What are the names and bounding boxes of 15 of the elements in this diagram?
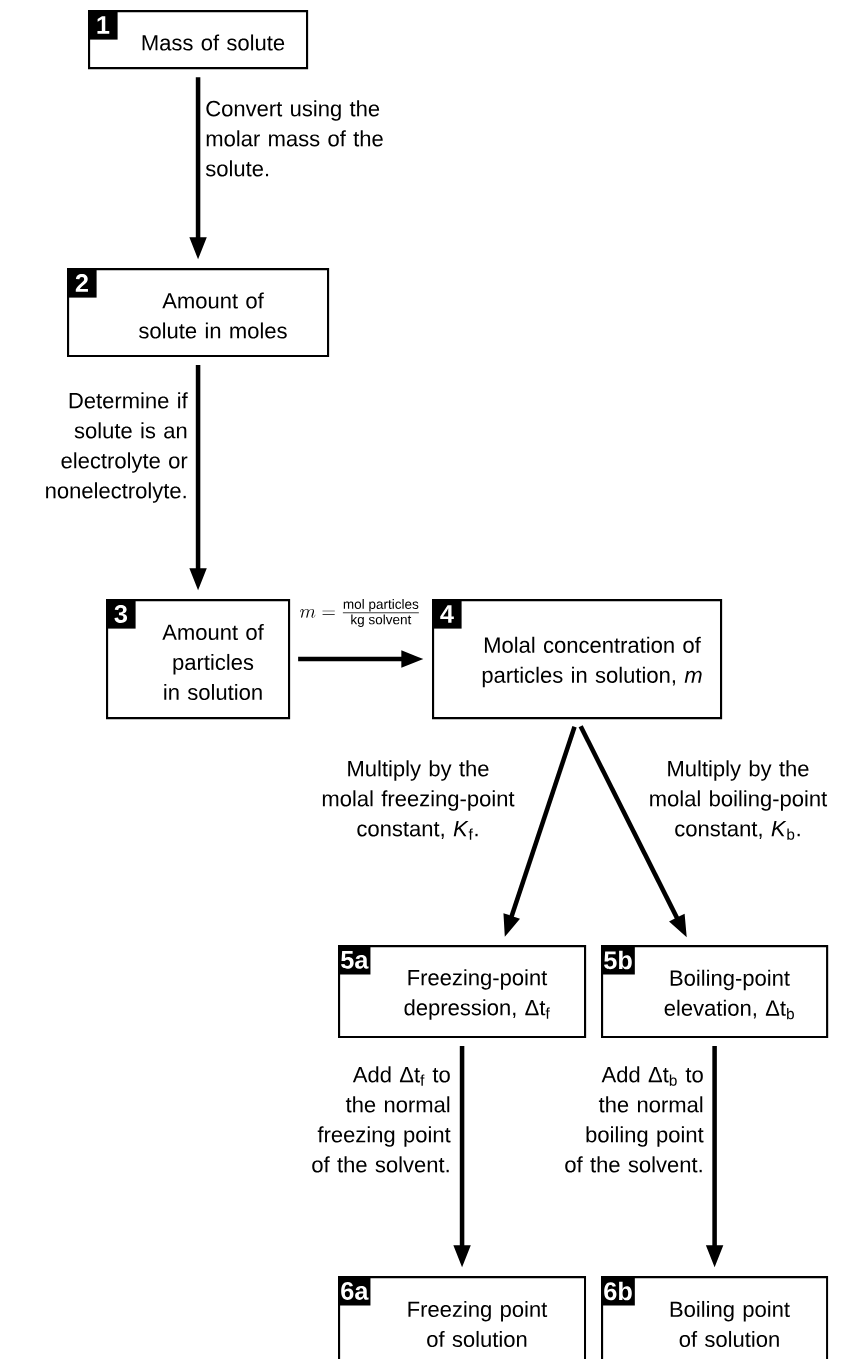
number-tag: 4 [432, 599, 462, 629]
edge-label: Add Δt$_{f}$ to the normal freezing point of the solvent. [312, 1066, 451, 1173]
number-tag: 6a [338, 1276, 371, 1306]
number-tag: 5a [338, 945, 371, 975]
number-tag: 6b [601, 1276, 635, 1306]
number-tag: 1 [88, 10, 118, 40]
number-tag: 5b [601, 945, 635, 975]
edge-label: Convert using the molar mass of the solute. [205, 100, 383, 177]
formula: $m = \frac{\text{mol particles}}{\text{kg solvent}}$ [300, 599, 419, 627]
edge-label: Multiply by the molal freezing-point constant, K$_{f}$. [322, 760, 515, 840]
number-tag: 3 [106, 599, 136, 629]
edge-label: Add Δt$_{b}$ to the normal boiling point of the solvent. [565, 1066, 704, 1173]
edge-label: Determine if solute is an electrolyte or nonelectrolyte. [46, 392, 188, 503]
number-tag: 2 [67, 268, 97, 298]
edge-label: Multiply by the molal boiling-point constant, K$_{b}$. [650, 760, 828, 840]
